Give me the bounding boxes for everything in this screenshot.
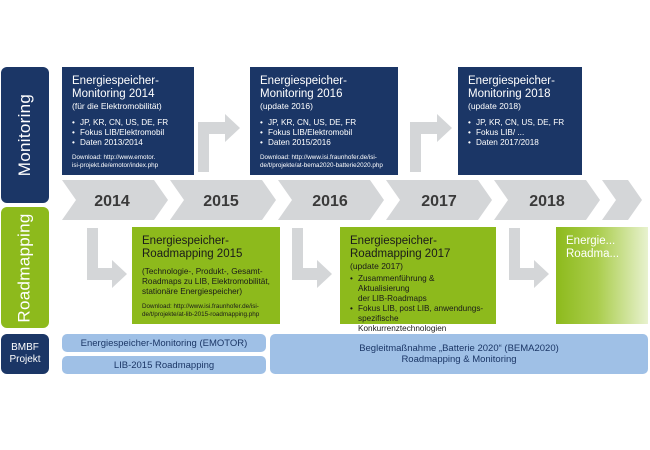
monitoring-2016-subtitle: (update 2016) <box>260 101 313 111</box>
monitoring-2014-title-1: Energiespeicher- <box>72 75 159 87</box>
bullet: Daten 2013/2014 <box>72 138 184 148</box>
timeline-chevron-2017 <box>386 180 492 220</box>
connector-arrow-2016-roadmap <box>292 228 332 288</box>
bullet: Fokus LIB, post LIB, anwendungs- <box>350 304 486 314</box>
roadmap-2019-title-2: Roadma... <box>566 248 620 260</box>
bullet: JP, KR, CN, US, DE, FR <box>72 118 184 128</box>
roadmap-2017-subtitle: (update 2017) <box>350 261 403 271</box>
monitoring-2014-bullets: JP, KR, CN, US, DE, FR Fokus LIB/Elektro… <box>72 118 184 148</box>
roadmap-2015-description: (Technologie-, Produkt-, Gesamt- Roadmap… <box>142 267 270 297</box>
monitoring-sidebar: Monitoring <box>1 67 49 203</box>
year-2017: 2017 <box>421 193 457 210</box>
emotor-project-bar: Energiespeicher-Monitoring (EMOTOR) <box>62 334 266 352</box>
timeline-chevron-end <box>602 180 642 220</box>
connector-arrow-2014-roadmap <box>87 228 127 288</box>
roadmap-2017-title-1: Energiespeicher- <box>350 235 437 247</box>
roadmap-box-2017: Energiespeicher- Roadmapping 2017 (updat… <box>340 227 496 333</box>
year-2014: 2014 <box>94 193 130 210</box>
roadmap-2017-title-2: Roadmapping 2017 <box>350 248 451 260</box>
connector-arrow-2017-monitor <box>410 114 452 172</box>
monitoring-2018-title-2: Monitoring 2018 <box>468 88 551 100</box>
connector-arrow-2015-monitor <box>198 114 240 172</box>
roadmap-2015-title-2: Roadmapping 2015 <box>142 248 243 260</box>
roadmap-2019-title-1: Energie... <box>566 235 616 247</box>
roadmap-box-2019: Energie... Roadma... <box>556 227 648 324</box>
monitoring-2018-subtitle: (update 2018) <box>468 101 521 111</box>
connector-arrow-2018-roadmap <box>509 228 549 288</box>
year-2016: 2016 <box>312 193 348 210</box>
timeline-chevron-2015 <box>170 180 276 220</box>
monitoring-2014-title-2: Monitoring 2014 <box>72 88 155 100</box>
roadmap-2015-download[interactable]: Download: http://www.isi.fraunhofer.de/i… <box>142 303 270 319</box>
bullet: Fokus LIB/Elektromobil <box>260 128 388 138</box>
download-line: Download: http://www.isi.fraunhofer.de/i… <box>142 303 259 310</box>
monitoring-2014-download[interactable]: Download: http://www.emotor. isi-projekt… <box>72 154 184 170</box>
monitoring-2016-download[interactable]: Download: http://www.isi.fraunhofer.de/i… <box>260 154 388 170</box>
bullet-continuation: der LIB-Roadmaps <box>358 294 427 303</box>
bmbf-label: BMBF <box>11 342 39 353</box>
roadmap-box-2015: Energiespeicher- Roadmapping 2015 (Techn… <box>132 227 280 324</box>
download-line: isi-projekt.de/emotor/index.php <box>72 162 159 169</box>
monitoring-2016-title-1: Energiespeicher- <box>260 75 347 87</box>
bema2020-title: Begleitmaßnahme „Batterie 2020“ (BEMA202… <box>359 343 559 354</box>
monitoring-box-2014: Energiespeicher- Monitoring 2014 (für di… <box>62 67 194 175</box>
monitoring-box-2018: Energiespeicher- Monitoring 2018 (update… <box>458 67 582 175</box>
description-line: (Technologie-, Produkt-, Gesamt- <box>142 267 263 276</box>
download-line: de/t/projekte/at-lib-2015-roadmapping.ph… <box>142 311 260 318</box>
download-line: de/t/projekte/at-bema2020-batterie2020.p… <box>260 162 383 169</box>
monitoring-2018-bullets: JP, KR, CN, US, DE, FR Fokus LIB/ ... Da… <box>468 118 572 148</box>
bmbf-sidebar: BMBF Projekt <box>1 334 49 374</box>
monitoring-2016-bullets: JP, KR, CN, US, DE, FR Fokus LIB/Elektro… <box>260 118 388 148</box>
bullet: JP, KR, CN, US, DE, FR <box>468 118 572 128</box>
monitoring-2014-subtitle: (für die Elektromobilität) <box>72 101 162 111</box>
bullet: Fokus LIB/Elektromobil <box>72 128 184 138</box>
download-line: Download: http://www.isi.fraunhofer.de/i… <box>260 154 377 161</box>
monitoring-2016-title-2: Monitoring 2016 <box>260 88 343 100</box>
roadmapping-sidebar: Roadmapping <box>1 207 49 328</box>
year-2018: 2018 <box>529 193 565 210</box>
roadmap-2017-bullets: Zusammenführung & Aktualisierung der LIB… <box>350 274 486 334</box>
bullet: Daten 2015/2016 <box>260 138 388 148</box>
bema2020-subtitle: Roadmapping & Monitoring <box>401 354 517 365</box>
bullet-continuation: spezifische Konkurrenztechnologien <box>358 314 447 333</box>
projekt-label: Projekt <box>9 354 41 365</box>
bullet: Daten 2017/2018 <box>468 138 572 148</box>
monitoring-box-2016: Energiespeicher- Monitoring 2016 (update… <box>250 67 398 175</box>
description-line: stationäre Energiespeicher) <box>142 287 243 296</box>
description-line: Roadmaps zu LIB, Elektromobilität, <box>142 277 270 286</box>
timeline-chevron-2014 <box>62 180 168 220</box>
timeline-chevron-2018 <box>494 180 600 220</box>
bullet: JP, KR, CN, US, DE, FR <box>260 118 388 128</box>
bullet: Zusammenführung & Aktualisierung <box>350 274 486 294</box>
roadmap-2015-title-1: Energiespeicher- <box>142 235 229 247</box>
timeline-chevron-2016 <box>278 180 384 220</box>
download-line: Download: http://www.emotor. <box>72 154 156 161</box>
year-2015: 2015 <box>203 193 239 210</box>
bullet: Fokus LIB/ ... <box>468 128 572 138</box>
lib2015-project-bar: LIB-2015 Roadmapping <box>62 356 266 374</box>
bema2020-project-bar: Begleitmaßnahme „Batterie 2020“ (BEMA202… <box>270 334 648 374</box>
monitoring-2018-title-1: Energiespeicher- <box>468 75 555 87</box>
